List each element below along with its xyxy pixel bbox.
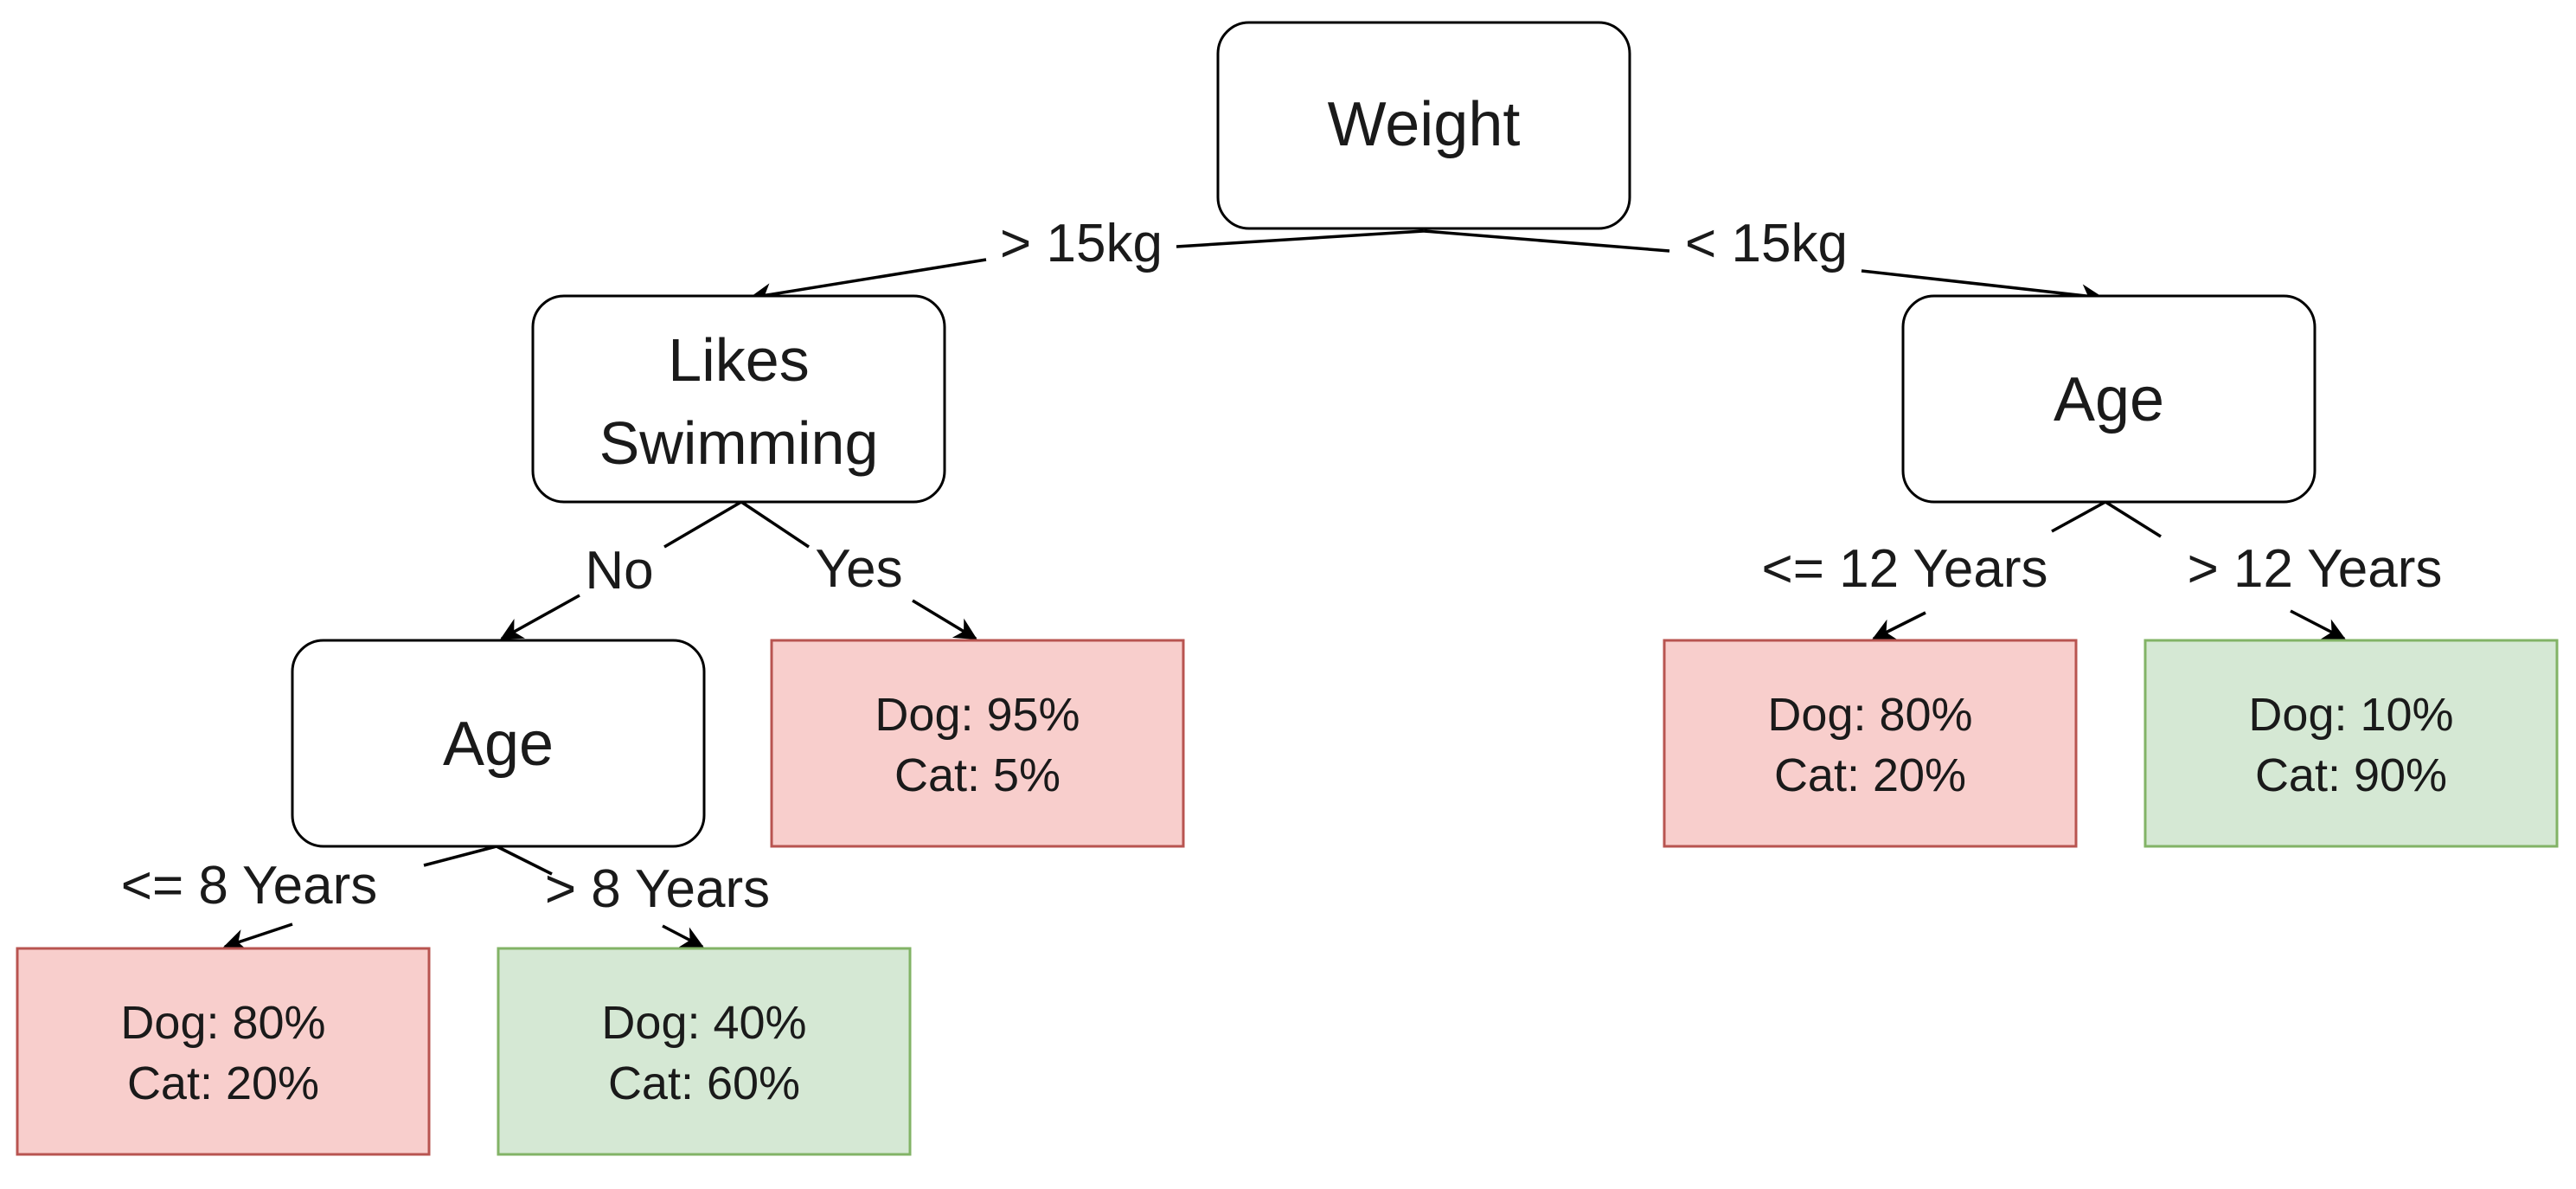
edge-age-left-to-le8-arrow [222, 922, 293, 951]
leaf-gt8: Dog: 40% Cat: 60% [497, 947, 912, 1156]
leaf-gt8-cat: Cat: 60% [608, 1057, 800, 1109]
edge-age-left-to-gt8-arrow [662, 924, 704, 948]
edge-labels: > 15kg < 15kg No Yes <= 12 Years > 12 Ye… [121, 214, 2443, 919]
node-weight-label: Weight [1328, 90, 1521, 159]
leaf-yes: Dog: 95% Cat: 5% [770, 639, 1185, 848]
leaf-le8-cat: Cat: 20% [127, 1057, 319, 1109]
leaf-le12: Dog: 80% Cat: 20% [1663, 639, 2078, 848]
edge-likes-to-age-left [663, 500, 742, 549]
node-age-right: Age [1901, 294, 2316, 504]
node-likes-swimming-line2: Swimming [599, 409, 879, 477]
edge-label-gt15: > 15kg [1000, 214, 1163, 273]
leaf-yes-cat: Cat: 5% [894, 749, 1061, 801]
edge-age-right-to-gt12-arrow [2290, 609, 2346, 640]
leaf-le12-dog: Dog: 80% [1767, 689, 1972, 741]
edge-label-no: No [585, 541, 653, 601]
edge-label-yes: Yes [815, 539, 902, 599]
edge-label-lt15: < 15kg [1685, 214, 1848, 273]
edge-age-left-to-gt8 [496, 845, 553, 876]
leaf-yes-dog: Dog: 95% [875, 689, 1080, 741]
node-age-left: Age [291, 639, 706, 848]
edges [222, 229, 2346, 951]
edge-age-right-to-le12 [2051, 500, 2106, 533]
leaf-le8-dog: Dog: 80% [120, 997, 325, 1049]
edge-age-right-to-gt12 [2105, 500, 2162, 538]
edge-label-gt8: > 8 Years [545, 859, 770, 919]
edge-weight-to-likes-swimming-arrow [748, 258, 987, 306]
edge-likes-to-age-left-arrow [500, 594, 580, 640]
edge-label-le12: <= 12 Years [1762, 539, 2048, 599]
edge-label-le8: <= 8 Years [121, 856, 378, 916]
node-likes-swimming: Likes Swimming [531, 294, 946, 504]
edge-age-left-to-le8 [423, 845, 497, 867]
leaf-gt12: Dog: 10% Cat: 90% [2143, 639, 2559, 848]
edge-weight-to-age-right-arrow [1861, 269, 2105, 307]
leaf-gt12-dog: Dog: 10% [2248, 689, 2453, 741]
edge-weight-to-age-right [1423, 229, 1670, 253]
node-likes-swimming-line1: Likes [668, 326, 809, 394]
edge-likes-to-leaf-yes-arrow [912, 599, 977, 640]
edge-likes-to-leaf-yes [740, 500, 810, 549]
node-age-left-label: Age [443, 710, 554, 779]
node-age-right-label: Age [2054, 365, 2164, 434]
leaf-gt8-dog: Dog: 40% [601, 997, 806, 1049]
edge-label-gt12: > 12 Years [2188, 539, 2443, 599]
edge-weight-to-likes-swimming [1176, 229, 1425, 248]
edge-age-right-to-le12-arrow [1872, 611, 1926, 640]
node-weight: Weight [1216, 21, 1631, 230]
leaf-gt12-cat: Cat: 90% [2255, 749, 2447, 801]
leaf-le8: Dog: 80% Cat: 20% [16, 947, 431, 1156]
leaf-le12-cat: Cat: 20% [1774, 749, 1966, 801]
